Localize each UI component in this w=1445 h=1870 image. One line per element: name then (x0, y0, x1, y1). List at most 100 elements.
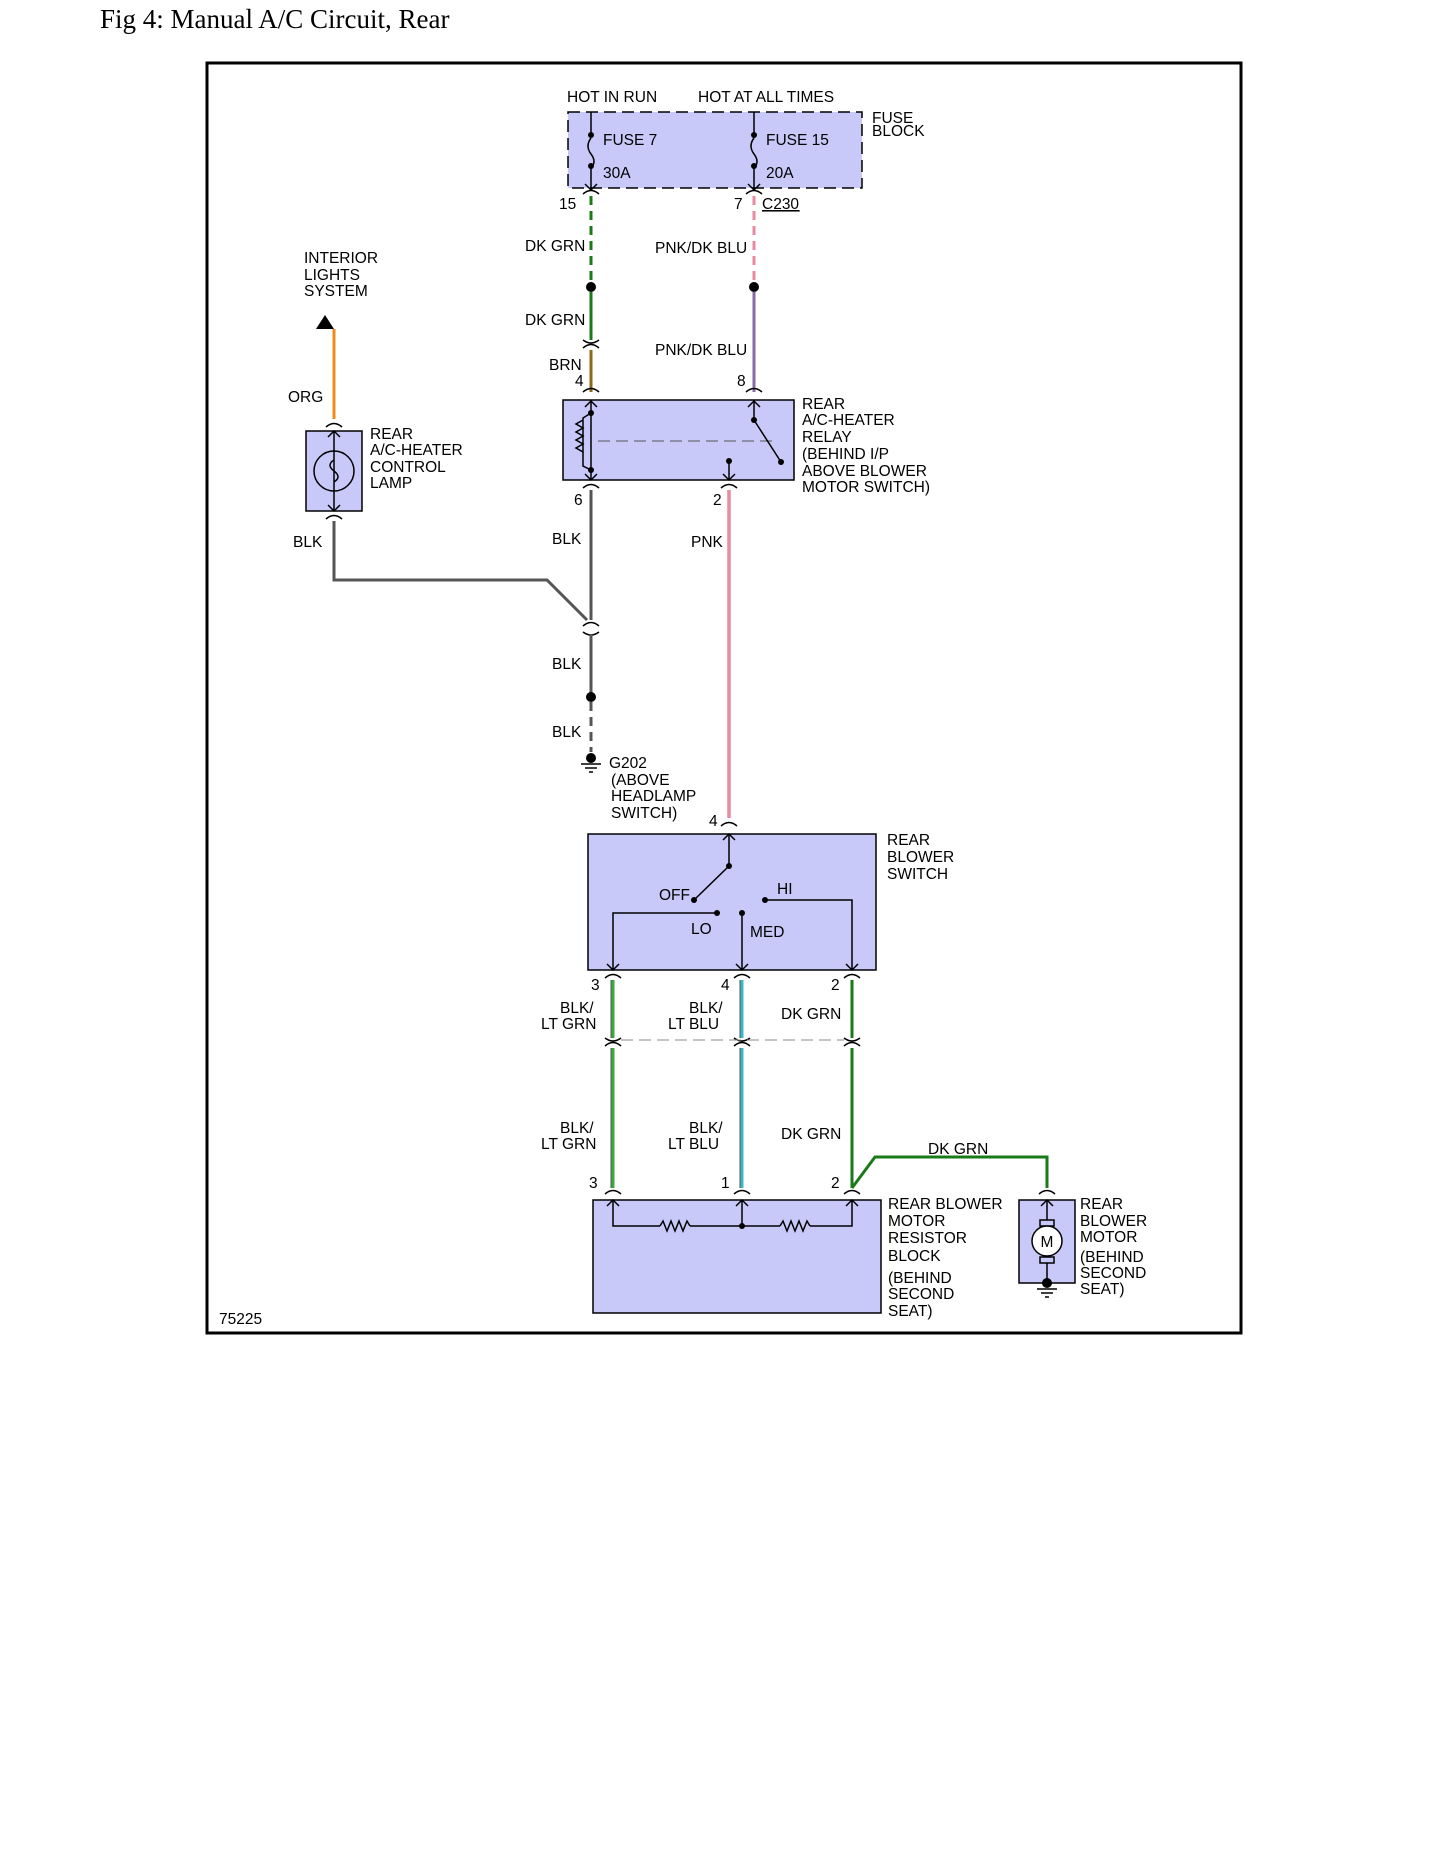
control-lamp (305, 422, 363, 520)
relay-pin-6: 6 (574, 492, 583, 509)
rear-ac-heater-relay (562, 387, 795, 489)
hot-at-all-times-label: HOT AT ALL TIMES (698, 89, 834, 106)
wire-label-dk-grn-motor: DK GRN (928, 1141, 988, 1158)
relay-pin-8: 8 (737, 373, 746, 390)
ground-label-4: SWITCH) (611, 805, 677, 822)
fuse-block-label-1: FUSE (872, 110, 913, 127)
diagram-frame (205, 61, 1243, 1335)
lamp-label-4: LAMP (370, 475, 412, 492)
fuse-pin-15: 15 (559, 196, 576, 213)
ground-icon (581, 753, 601, 773)
wire-label-blk-lt-grn-1b: LT GRN (541, 1016, 596, 1033)
wire-label-pnk-dk-blu-1: PNK/DK BLU (655, 240, 747, 257)
resistor-pin-2: 2 (831, 1175, 840, 1192)
lamp-label-2: A/C-HEATER (370, 442, 463, 459)
lamp-label-3: CONTROL (370, 459, 446, 476)
lamp-label-1: REAR (370, 426, 413, 443)
ground-label-3: HEADLAMP (611, 788, 696, 805)
arrow-up-icon (316, 315, 334, 329)
resistor-label-6: SECOND (888, 1286, 954, 1303)
relay-label-1: REAR (802, 396, 845, 413)
wire-label-blk-lt-grn-1a: BLK/ (560, 1000, 594, 1017)
wire-label-blk-relay: BLK (552, 531, 582, 548)
switch-off-label: OFF (659, 887, 690, 904)
switch-pin-2: 2 (831, 977, 840, 994)
ground-label-1: G202 (609, 755, 647, 772)
wire-dk-grn-fuse7 (582, 196, 600, 392)
ground-label-2: (ABOVE (611, 772, 670, 789)
switch-pin-4: 4 (721, 977, 730, 994)
rear-blower-switch (587, 821, 877, 979)
resistor-pin-1: 1 (721, 1175, 730, 1192)
wire-label-blk-lt-blu-2b: LT BLU (668, 1136, 719, 1153)
wire-label-blk-lamp: BLK (293, 534, 323, 551)
wire-label-dk-grn-2: DK GRN (525, 312, 585, 329)
wire-label-pnk: PNK (691, 534, 724, 551)
fuse-7-name: FUSE 7 (603, 132, 657, 149)
fuse-block-label-2: BLOCK (872, 123, 925, 140)
hot-in-run-label: HOT IN RUN (567, 89, 657, 106)
wire-label-blk-ground-1: BLK (552, 656, 582, 673)
relay-label-3: RELAY (802, 429, 852, 446)
fuse-15-name: FUSE 15 (766, 132, 829, 149)
resistor-label-1: REAR BLOWER (888, 1196, 1003, 1213)
wire-label-blk-lt-grn-2b: LT GRN (541, 1136, 596, 1153)
fuse-7-rating: 30A (603, 165, 631, 182)
resistor-block (592, 1189, 882, 1314)
wire-blk-lt-blu (733, 980, 751, 1188)
motor-label-2: BLOWER (1080, 1213, 1147, 1230)
splice-connector (582, 621, 600, 636)
connector-c230-label: C230 (762, 196, 799, 213)
blower-switch-label-1: REAR (887, 832, 930, 849)
wire-label-dk-grn-sw-2: DK GRN (781, 1126, 841, 1143)
wire-pnk-dk-blu-fuse15 (749, 196, 759, 392)
motor-symbol: M (1041, 1234, 1054, 1251)
switch-hi-label: HI (777, 881, 793, 898)
wire-label-org: ORG (288, 389, 323, 406)
resistor-label-2: MOTOR (888, 1213, 945, 1230)
wire-label-dk-grn-sw-1: DK GRN (781, 1006, 841, 1023)
resistor-label-3: RESISTOR (888, 1230, 967, 1247)
switch-med-label: MED (750, 924, 784, 941)
resistor-label-7: SEAT) (888, 1303, 933, 1320)
wire-dk-grn-switch (843, 980, 1049, 1189)
motor-label-6: SEAT) (1080, 1281, 1125, 1298)
page-title: Fig 4: Manual A/C Circuit, Rear (100, 4, 450, 34)
switch-lo-label: LO (691, 921, 712, 938)
fuse-block: HOT IN RUN HOT AT ALL TIMES FUSE BLOCK F… (559, 89, 925, 213)
wire-label-pnk-dk-blu-2: PNK/DK BLU (655, 342, 747, 359)
resistor-label-4: BLOCK (888, 1248, 941, 1265)
interior-lights-label-2: LIGHTS (304, 267, 360, 284)
relay-pin-2: 2 (713, 492, 722, 509)
motor-label-5: SECOND (1080, 1265, 1146, 1282)
fuse-7-symbol (584, 112, 598, 192)
wire-label-blk-ground-2: BLK (552, 724, 582, 741)
wire-label-brn: BRN (549, 357, 582, 374)
interior-lights-label-1: INTERIOR (304, 250, 378, 267)
blower-switch-label-3: SWITCH (887, 866, 948, 883)
wire-label-blk-lt-blu-1b: LT BLU (668, 1016, 719, 1033)
relay-label-4: (BEHIND I/P (802, 446, 889, 463)
splice-dot (586, 692, 596, 702)
blower-switch-label-2: BLOWER (887, 849, 954, 866)
motor-label-4: (BEHIND (1080, 1249, 1144, 1266)
resistor-pin-3: 3 (589, 1175, 598, 1192)
resistor-label-5: (BEHIND (888, 1270, 952, 1287)
motor-label-1: REAR (1080, 1196, 1123, 1213)
wire-blk-lamp (332, 521, 589, 622)
figure-id: 75225 (219, 1311, 262, 1328)
relay-label-2: A/C-HEATER (802, 412, 895, 429)
interior-lights-label-3: SYSTEM (304, 283, 368, 300)
fuse-pin-7: 7 (734, 196, 743, 213)
fuse-15-rating: 20A (766, 165, 794, 182)
relay-pin-4: 4 (575, 373, 584, 390)
wire-blk-lt-grn (604, 980, 622, 1188)
wire-label-blk-lt-blu-1a: BLK/ (689, 1000, 723, 1017)
wire-label-dk-grn-1: DK GRN (525, 238, 585, 255)
relay-label-6: MOTOR SWITCH) (802, 479, 930, 496)
switch-pin-3: 3 (591, 977, 600, 994)
wire-label-blk-lt-grn-2a: BLK/ (560, 1120, 594, 1137)
relay-label-5: ABOVE BLOWER (802, 463, 927, 480)
switch-pin-in: 4 (709, 813, 718, 830)
